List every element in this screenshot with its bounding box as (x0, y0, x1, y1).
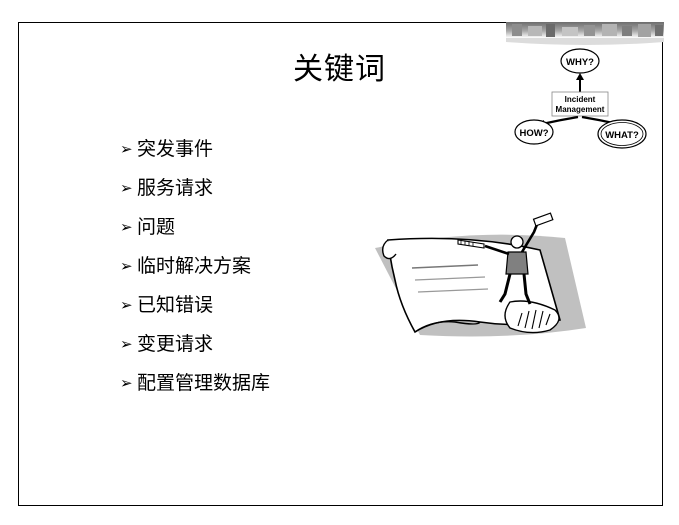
how-node (514, 119, 554, 145)
center-node (551, 91, 609, 117)
arrow-bullet-icon: ➢ (120, 139, 133, 158)
person-on-scroll-illustration-icon (375, 212, 586, 337)
center-node-label-2: Management (556, 105, 605, 114)
center-node-label-1: Incident (565, 95, 596, 104)
bullet-text: 配置管理数据库 (137, 372, 271, 394)
arrowhead-up-icon (576, 73, 584, 80)
decorative-strip-icon (506, 22, 664, 45)
what-node-inner-ring (600, 122, 644, 146)
arrow-bullet-icon: ➢ (120, 256, 133, 275)
arrow-bullet-icon: ➢ (120, 373, 133, 392)
arrow-bullet-icon: ➢ (120, 334, 133, 353)
slide-title: 关键词 (293, 52, 386, 87)
list-item: ➢ 变更请求 (120, 323, 270, 362)
list-item: ➢ 临时解决方案 (120, 245, 270, 284)
how-node-label: HOW? (519, 128, 548, 139)
list-item: ➢ 问题 (120, 206, 270, 245)
bullet-text: 已知错误 (137, 294, 214, 316)
why-node-label: WHY? (566, 57, 594, 68)
incident-management-diagram: WHY? Incident Management HOW? WHAT? (514, 48, 647, 149)
what-node (597, 119, 647, 149)
list-item: ➢ 突发事件 (120, 128, 270, 167)
bullet-text: 服务请求 (137, 177, 214, 199)
arrow-bullet-icon: ➢ (120, 178, 133, 197)
arrow-bullet-icon: ➢ (120, 295, 133, 314)
list-item: ➢ 服务请求 (120, 167, 270, 206)
what-node-label: WHAT? (605, 130, 639, 141)
keyword-list: ➢ 突发事件 ➢ 服务请求 ➢ 问题 ➢ 临时解决方案 ➢ 已知错误 ➢ 变更请… (120, 128, 270, 401)
list-item: ➢ 已知错误 (120, 284, 270, 323)
bullet-text: 临时解决方案 (137, 255, 252, 277)
bullet-text: 变更请求 (137, 333, 214, 355)
bullet-text: 突发事件 (137, 138, 214, 160)
bullet-text: 问题 (137, 216, 176, 238)
list-item: ➢ 配置管理数据库 (120, 362, 270, 401)
arrow-bullet-icon: ➢ (120, 217, 133, 236)
